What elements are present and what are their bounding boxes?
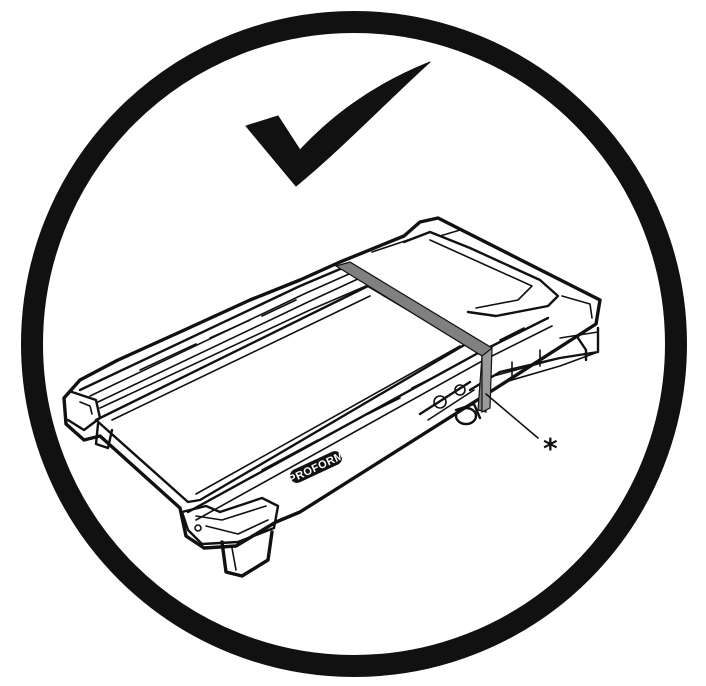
frame-circle <box>21 11 687 677</box>
treadmill: PROFORM <box>62 216 602 578</box>
motor-cover <box>402 229 593 319</box>
callout-leader-line <box>485 393 539 439</box>
front-right-endcap <box>180 496 280 546</box>
check-mark-icon <box>245 61 431 187</box>
side-controls <box>418 380 475 421</box>
deck-belt <box>94 284 468 504</box>
front-foot <box>220 530 274 578</box>
left-side-rail <box>78 239 409 409</box>
callout: * <box>485 393 558 465</box>
left-rear-foot <box>94 422 114 450</box>
callout-label: * <box>543 432 558 465</box>
treadmill-body-outline <box>62 216 602 550</box>
